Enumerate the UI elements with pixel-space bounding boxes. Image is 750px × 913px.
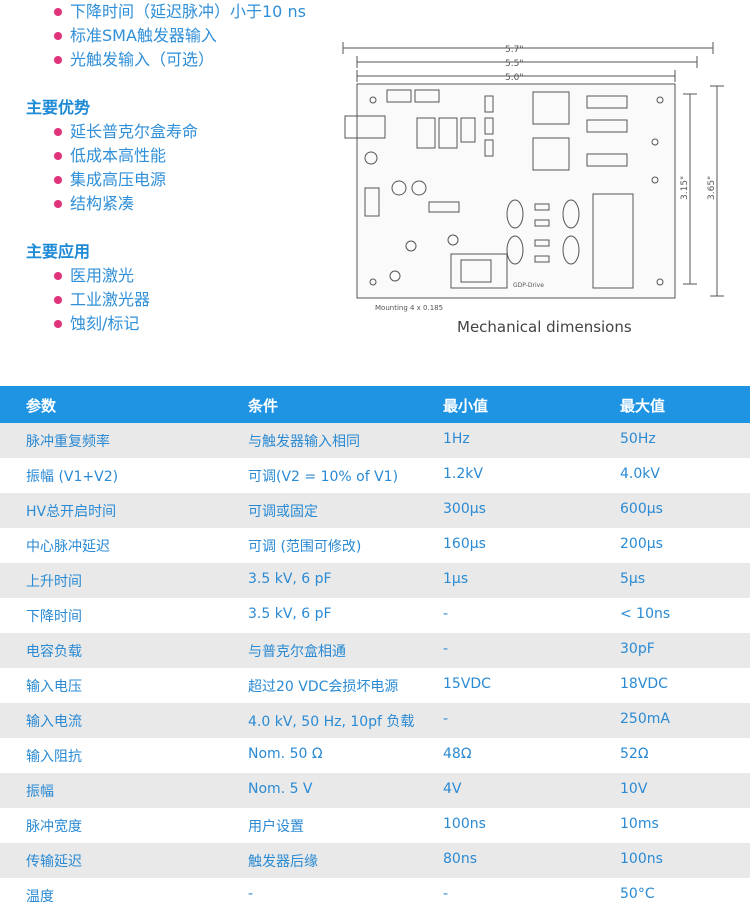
bullet-dot-icon — [54, 296, 62, 304]
table-row: 输入电流 4.0 kV, 50 Hz, 10pf 负载 - 250mA — [0, 703, 750, 738]
table-row: 脉冲重复频率 与触发器输入相同 1Hz 50Hz — [0, 423, 750, 458]
table-cell: 可调或固定 — [248, 504, 318, 520]
table-cell: 4V — [443, 781, 462, 797]
table-cell: - — [443, 641, 449, 657]
table-cell: 上升时间 — [26, 574, 82, 590]
table-header: 参数 条件 最小值 最大值 — [0, 386, 750, 423]
table-cell: 100ns — [443, 816, 486, 832]
dim-3-65-label: 3.65" — [707, 176, 717, 200]
dim-5-0-label: 5.0" — [505, 73, 523, 83]
table-cell: 600μs — [620, 501, 663, 517]
table-cell: 振幅 — [26, 784, 54, 800]
table-cell: 输入电流 — [26, 714, 82, 730]
bullet-dot-icon — [54, 200, 62, 208]
table-row: 输入电压 超过20 VDC会损坏电源 15VDC 18VDC — [0, 668, 750, 703]
table-cell: - — [443, 711, 449, 727]
table-cell: 10V — [620, 781, 648, 797]
applications-heading: 主要应用 — [26, 242, 91, 261]
table-cell: 250mA — [620, 711, 670, 727]
table-cell: 脉冲重复频率 — [26, 434, 110, 450]
table-cell: 3.5 kV, 6 pF — [248, 571, 332, 587]
bullet-dot-icon — [54, 152, 62, 160]
table-cell: 160μs — [443, 536, 486, 552]
table-cell: 52Ω — [620, 746, 649, 762]
table-cell: 1Hz — [443, 431, 470, 447]
table-cell: Nom. 50 Ω — [248, 746, 323, 762]
table-row: 中心脉冲延迟 可调 (范围可修改) 160μs 200μs — [0, 528, 750, 563]
table-cell: - — [248, 886, 254, 902]
table-cell: 电容负载 — [26, 644, 82, 660]
dim-5-5-label: 5.5" — [505, 59, 523, 69]
column-header-min: 最小值 — [443, 397, 489, 415]
table-cell: 触发器后缘 — [248, 854, 318, 870]
bullet-dot-icon — [54, 32, 62, 40]
mechanical-caption: Mechanical dimensions — [457, 318, 632, 336]
dim-5-7-label: 5.7" — [505, 45, 523, 55]
table-cell: 可调(V2 = 10% of V1) — [248, 469, 399, 485]
bullet-dot-icon — [54, 8, 62, 16]
table-cell: 30pF — [620, 641, 655, 657]
table-cell: 1.2kV — [443, 466, 483, 482]
dim-3-15-label: 3.15" — [680, 176, 690, 200]
table-row: 传输延迟 触发器后缘 80ns 100ns — [0, 843, 750, 878]
table-cell: < 10ns — [620, 606, 671, 622]
table-cell: 下降时间 — [26, 609, 82, 625]
table-cell: HV总开启时间 — [26, 504, 117, 520]
table-cell: 脉冲宽度 — [26, 819, 82, 835]
table-row: 温度 - - 50°C — [0, 878, 750, 913]
table-cell: 48Ω — [443, 746, 472, 762]
table-cell: 超过20 VDC会损坏电源 — [248, 679, 399, 695]
column-header-max: 最大值 — [620, 397, 666, 415]
table-cell: 10ms — [620, 816, 659, 832]
table-cell: 振幅 (V1+V2) — [26, 469, 119, 485]
table-body: 脉冲重复频率 与触发器输入相同 1Hz 50Hz 振幅 (V1+V2) 可调(V2 = 1… — [0, 423, 750, 913]
table-cell: 与触发器输入相同 — [248, 434, 360, 450]
table-cell: 1μs — [443, 571, 469, 587]
bullet-dot-icon — [54, 56, 62, 64]
table-row: HV总开启时间 可调或固定 300μs 600μs — [0, 493, 750, 528]
table-cell: 可调 (范围可修改) — [248, 539, 362, 555]
bullet-dot-icon — [54, 176, 62, 184]
column-header-condition: 条件 — [248, 397, 279, 415]
table-row: 振幅 (V1+V2) 可调(V2 = 10% of V1) 1.2kV 4.0kV — [0, 458, 750, 493]
table-cell: 100ns — [620, 851, 663, 867]
table-cell: 与普克尔盒相通 — [248, 644, 346, 660]
bullet-dot-icon — [54, 128, 62, 136]
mounting-label: Mounting 4 x 0.185 — [375, 304, 443, 312]
table-cell: 200μs — [620, 536, 663, 552]
table-cell: 4.0kV — [620, 466, 660, 482]
table-cell: 用户设置 — [248, 819, 304, 835]
table-cell: 4.0 kV, 50 Hz, 10pf 负载 — [248, 714, 415, 730]
table-cell: - — [443, 886, 449, 902]
table-row: 下降时间 3.5 kV, 6 pF - < 10ns — [0, 598, 750, 633]
table-cell: 传输延迟 — [26, 854, 82, 870]
table-cell: 15VDC — [443, 676, 491, 692]
table-cell: 5μs — [620, 571, 646, 587]
table-cell: 50°C — [620, 886, 655, 902]
table-cell: 80ns — [443, 851, 477, 867]
table-row: 输入阻抗 Nom. 50 Ω 48Ω 52Ω — [0, 738, 750, 773]
table-row: 振幅 Nom. 5 V 4V 10V — [0, 773, 750, 808]
table-cell: 温度 — [26, 889, 54, 905]
column-header-parameter: 参数 — [26, 397, 57, 415]
table-cell: 输入电压 — [26, 679, 82, 695]
table-cell: 300μs — [443, 501, 486, 517]
table-row: 电容负载 与普克尔盒相通 - 30pF — [0, 633, 750, 668]
table-cell: 中心脉冲延迟 — [26, 539, 110, 555]
table-cell: Nom. 5 V — [248, 781, 313, 797]
pcb-diagram: 5.7" 5.5" 5.0" GDP-Drive Mounting 4 x 0.… — [342, 42, 724, 312]
table-cell: 3.5 kV, 6 pF — [248, 606, 332, 622]
table-row: 脉冲宽度 用户设置 100ns 10ms — [0, 808, 750, 843]
table-cell: 输入阻抗 — [26, 749, 82, 765]
table-cell: 50Hz — [620, 431, 656, 447]
spec-table: 参数 条件 最小值 最大值 脉冲重复频率 与触发器输入相同 1Hz 50Hz 振幅 (V… — [0, 386, 750, 913]
bullet-dot-icon — [54, 320, 62, 328]
mechanical-drawing: 5.7" 5.5" 5.0" GDP-Drive Mounting 4 x 0.… — [335, 38, 735, 348]
board-label: GDP-Drive — [513, 282, 544, 289]
table-cell: 18VDC — [620, 676, 668, 692]
bullet-dot-icon — [54, 272, 62, 280]
table-cell: - — [443, 606, 449, 622]
table-row: 上升时间 3.5 kV, 6 pF 1μs 5μs — [0, 563, 750, 598]
advantages-heading: 主要优势 — [26, 98, 91, 117]
